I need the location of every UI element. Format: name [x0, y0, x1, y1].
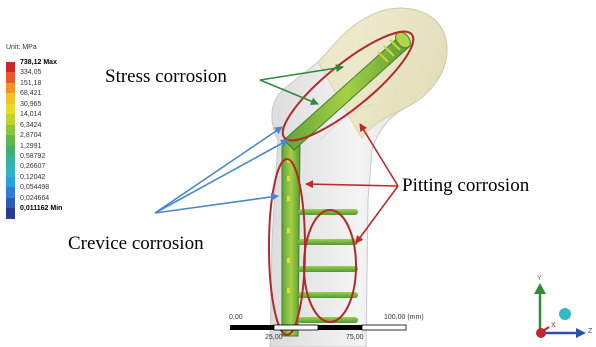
legend-value: 0,12042	[20, 174, 45, 181]
legend-value: 334,05	[20, 69, 41, 76]
scale-bar	[230, 325, 406, 330]
axis-triad	[534, 283, 586, 338]
legend-value: 2,8704	[20, 132, 41, 139]
scale-tick-25: 25,00	[265, 334, 283, 341]
scale-tick-75: 75,00	[346, 334, 364, 341]
axis-x-label: X	[551, 322, 556, 329]
pitting-corrosion-label: Pitting corrosion	[402, 175, 529, 197]
legend-value: 151,18	[20, 80, 41, 87]
axis-y-label: Y	[537, 275, 542, 282]
crevice-arrows	[155, 127, 288, 213]
legend-swatch	[6, 125, 15, 135]
legend-swatch	[6, 187, 15, 197]
legend-swatch	[6, 104, 15, 114]
legend-swatch	[6, 93, 15, 103]
legend-swatch	[6, 114, 15, 124]
legend-unit-label: Unit: MPa	[6, 44, 37, 51]
scale-tick-0: 0,00	[229, 314, 243, 321]
crevice-corrosion-label: Crevice corrosion	[68, 233, 204, 255]
legend-swatch	[6, 177, 15, 187]
axis-z-label: Z	[588, 328, 592, 335]
legend-value: 0,024664	[20, 195, 49, 202]
legend-swatch	[6, 156, 15, 166]
stress-corrosion-label: Stress corrosion	[105, 66, 227, 88]
legend-value: 14,014	[20, 111, 41, 118]
legend-swatch	[6, 62, 15, 72]
legend-swatch	[6, 146, 15, 156]
legend-value: 68,421	[20, 90, 41, 97]
legend-value: 6,3424	[20, 122, 41, 129]
legend-swatch	[6, 83, 15, 93]
legend-value: 1,2991	[20, 143, 41, 150]
legend-value: 0,26607	[20, 163, 45, 170]
legend-swatch	[6, 72, 15, 82]
legend-value: 0,58792	[20, 153, 45, 160]
legend-value: 0,011162 Min	[20, 205, 62, 212]
legend-swatch	[6, 198, 15, 208]
legend-value: 30,965	[20, 101, 41, 108]
legend-value: 0,054498	[20, 184, 49, 191]
implant-plate	[282, 136, 300, 336]
legend-swatch	[6, 208, 15, 218]
scale-tick-100: 100,00 (mm)	[384, 314, 424, 321]
legend-value: 738,12 Max	[20, 59, 57, 66]
legend-swatch	[6, 166, 15, 176]
legend-swatch	[6, 135, 15, 145]
